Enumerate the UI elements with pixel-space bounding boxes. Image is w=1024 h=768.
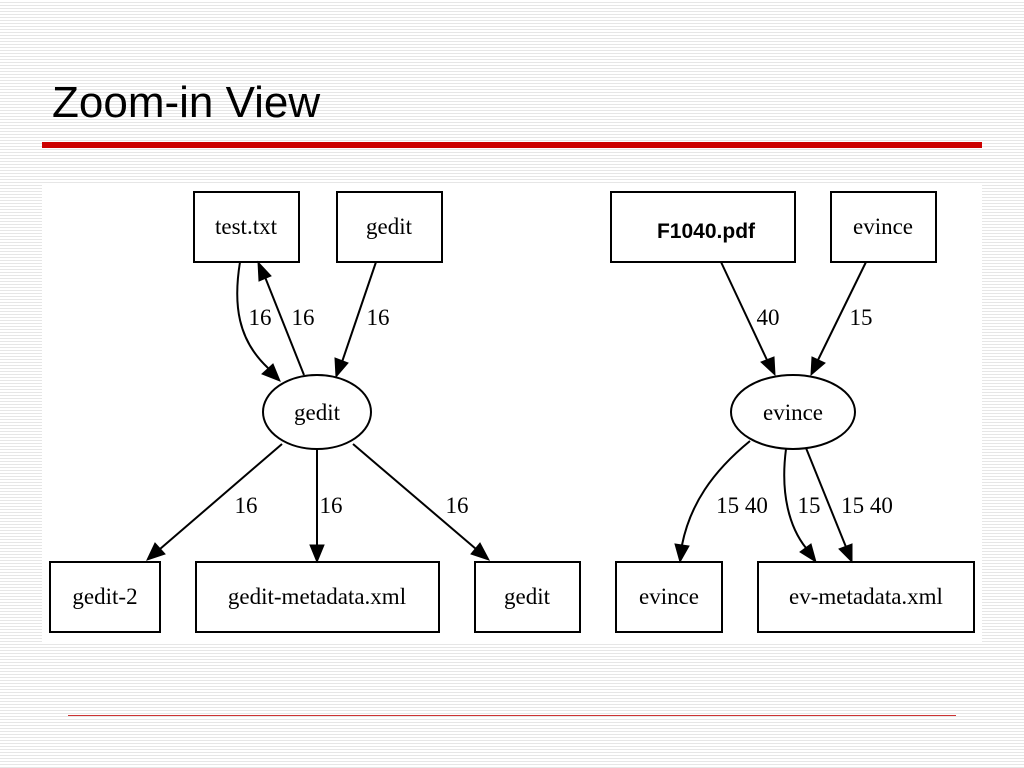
node-label: evince: [853, 214, 913, 239]
edge-evince-to-evince-bottom: 15 40: [674, 440, 768, 564]
edge-label: 16: [446, 493, 469, 518]
edge-label: 15 40: [841, 493, 893, 518]
node-gedit-2: gedit-2: [49, 561, 161, 633]
right-graph: F1040.pdf evince evince evince ev-metada…: [610, 191, 975, 633]
node-ev-metadata: ev-metadata.xml: [757, 561, 975, 633]
edge-gedit-to-gedit-bottom: 16: [352, 443, 491, 561]
node-label: F1040.pdf: [657, 220, 756, 243]
edge-evince-to-metadata-b: 15 40: [805, 447, 893, 564]
edge-label: 16: [235, 493, 258, 518]
edge-gedit-to-gedit2: 16: [146, 443, 283, 561]
edge-gedit-to-test: 16: [257, 260, 315, 376]
node-label: ev-metadata.xml: [789, 584, 943, 609]
edge-label: 15 40: [716, 493, 768, 518]
node-label: gedit: [366, 214, 413, 239]
node-label: gedit-2: [72, 584, 137, 609]
edge-label: 15: [850, 305, 873, 330]
edge-pdf-to-evince: 40: [720, 261, 780, 377]
edge-label: 16: [249, 305, 272, 330]
edge-evince-to-metadata-a: 15: [783, 448, 821, 564]
footer-rule: [68, 715, 956, 716]
edge-test-to-gedit: 16: [236, 261, 281, 382]
node-evince-center: evince: [730, 374, 856, 450]
node-label: gedit-metadata.xml: [228, 584, 406, 609]
edge-label: 16: [292, 305, 315, 330]
slide-title: Zoom-in View: [52, 78, 321, 127]
node-gedit-center: gedit: [262, 374, 372, 450]
node-label: test.txt: [215, 214, 278, 239]
edge-label: 15: [798, 493, 821, 518]
node-gedit-top: gedit: [336, 191, 443, 263]
node-evince-bottom: evince: [615, 561, 723, 633]
node-f1040-pdf: F1040.pdf: [610, 191, 796, 263]
edge-label: 16: [367, 305, 390, 330]
node-label: evince: [639, 584, 699, 609]
left-graph: test.txt gedit gedit gedit-2 gedit-metad…: [49, 191, 581, 633]
edge-gedit-top-to-gedit: 16: [334, 261, 390, 379]
title-rule: [42, 142, 982, 148]
node-test-txt: test.txt: [193, 191, 300, 263]
edge-evince-top-to-evince: 15: [810, 261, 873, 377]
node-gedit-metadata: gedit-metadata.xml: [195, 561, 440, 633]
node-label: evince: [763, 400, 823, 425]
edge-gedit-to-metadata: 16: [309, 449, 343, 564]
node-label: gedit: [504, 584, 551, 609]
edge-label: 40: [757, 305, 780, 330]
node-gedit-bottom: gedit: [474, 561, 581, 633]
node-evince-top: evince: [830, 191, 937, 263]
node-label: gedit: [294, 400, 341, 425]
edge-label: 16: [320, 493, 343, 518]
